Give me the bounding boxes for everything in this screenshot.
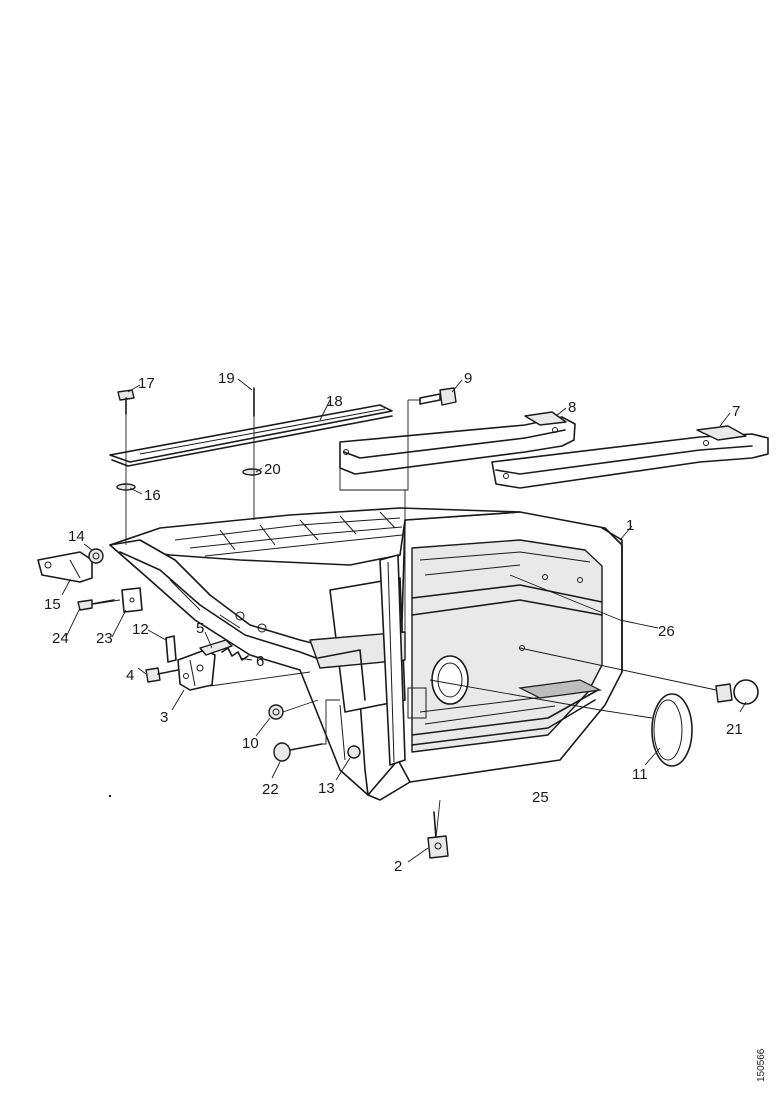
label-part-24: 24: [52, 630, 69, 647]
callout-pointers: [61, 378, 747, 863]
label-part-6: 6: [256, 653, 264, 670]
label-part-15: 15: [44, 596, 61, 613]
label-part-4: 4: [126, 667, 134, 684]
nut-10: [268, 704, 284, 720]
latch-5: [199, 639, 233, 656]
bolt-2: [427, 811, 449, 859]
label-part-1: 1: [626, 517, 634, 534]
leader-lines: [93, 399, 717, 839]
part-labels: 1 2 3 4 5 6 7 8 9 10 11 12 13 14 15 16 1…: [44, 370, 743, 875]
bolt-4: [145, 667, 179, 683]
bumper-bar-7: [491, 425, 769, 489]
top-rail-16: [109, 404, 393, 467]
label-part-18: 18: [326, 393, 343, 410]
label-part-17: 17: [138, 375, 155, 392]
label-part-5: 5: [196, 620, 204, 637]
cap-11: [651, 693, 693, 767]
label-part-7: 7: [732, 403, 740, 420]
bolt-22: [273, 742, 323, 762]
clip-15: [37, 551, 93, 583]
label-part-19: 19: [218, 370, 235, 387]
washer-20: [242, 468, 262, 476]
label-part-2: 2: [394, 858, 402, 875]
label-part-3: 3: [160, 709, 168, 726]
doc-number: 150566: [756, 1048, 767, 1082]
label-part-9: 9: [464, 370, 472, 387]
screw-17: [117, 389, 135, 415]
label-part-10: 10: [242, 735, 259, 752]
label-part-26: 26: [658, 623, 675, 640]
label-part-16-washer: 16: [144, 487, 161, 504]
label-part-8: 8: [568, 399, 576, 416]
nut-13: [347, 745, 361, 759]
main-body-1: [109, 507, 623, 801]
bolt-21: [715, 679, 759, 705]
label-part-14: 14: [68, 528, 85, 545]
spring-6: [221, 647, 249, 661]
nut-14: [88, 548, 104, 564]
hinge-bracket-3: [177, 649, 216, 691]
label-part-13: 13: [318, 780, 335, 797]
label-part-23: 23: [96, 630, 113, 647]
label-part-20: 20: [264, 461, 281, 478]
bar-8: [339, 411, 576, 475]
label-part-12: 12: [132, 621, 149, 638]
stray-dot: [108, 794, 112, 798]
label-part-21: 21: [726, 721, 743, 738]
bolt-9: [419, 387, 457, 406]
pin-12: [165, 635, 177, 663]
label-part-11: 11: [632, 766, 648, 783]
label-part-25: 25: [532, 789, 549, 806]
label-part-22: 22: [262, 781, 279, 798]
bracket-23: [121, 587, 143, 613]
